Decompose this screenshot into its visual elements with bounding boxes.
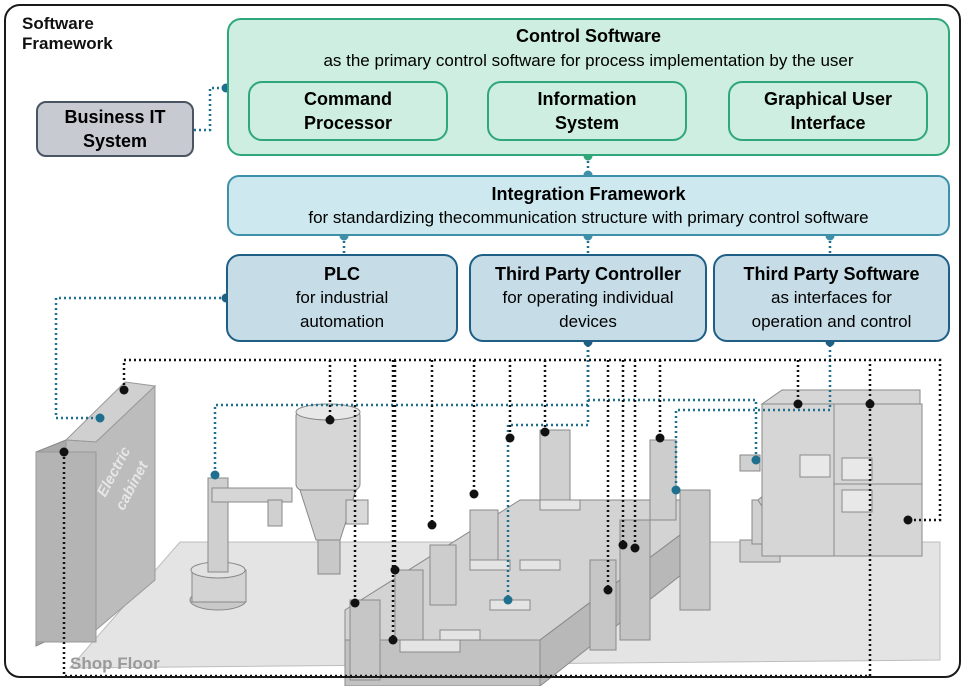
framework-title-line2: Framework <box>22 34 113 53</box>
third-party-software-box: Third Party Software as interfaces for o… <box>713 254 950 342</box>
business-it-line2: System <box>82 131 148 151</box>
third-party-software-line2: operation and control <box>751 312 912 331</box>
shop-floor-label: Shop Floor <box>70 654 160 673</box>
framework-title-line1: Software <box>22 14 94 33</box>
command-processor-box: Command Processor <box>248 81 448 141</box>
integration-framework-box: Integration Framework for standardizing … <box>227 175 950 236</box>
command-processor-line2: Processor <box>303 113 393 133</box>
control-software-subtitle: as the primary control software for proc… <box>323 51 854 70</box>
plc-box: PLC for industrial automation <box>226 254 458 342</box>
gui-line2: Interface <box>790 113 866 133</box>
electric-cabinet: Electric cabinet <box>35 381 157 647</box>
information-system-box: Information System <box>487 81 687 141</box>
blue-wires <box>54 86 832 600</box>
framework-title: Software Framework <box>22 14 113 54</box>
third-party-controller-line1: for operating individual <box>502 288 674 307</box>
gui-box: Graphical User Interface <box>728 81 928 141</box>
plc-title: PLC <box>324 264 360 284</box>
third-party-controller-title: Third Party Controller <box>494 264 682 284</box>
integration-framework-subtitle: for standardizing thecommunication struc… <box>308 207 869 227</box>
silo <box>295 403 369 575</box>
command-processor-line1: Command <box>303 89 392 109</box>
information-system-line1: Information <box>537 89 637 109</box>
integration-framework-title: Integration Framework <box>491 183 686 204</box>
third-party-controller-box: Third Party Controller for operating ind… <box>469 254 707 342</box>
third-party-software-line1: as interfaces for <box>771 288 892 307</box>
third-party-software-title: Third Party Software <box>743 264 920 284</box>
information-system-line2: System <box>554 113 620 133</box>
control-software-title: Control Software <box>515 26 661 46</box>
business-it-box: Business IT System <box>36 101 194 157</box>
software-framework-frame <box>4 4 961 678</box>
gui-line1: Graphical User <box>763 89 893 109</box>
plc-line1: for industrial <box>295 288 389 307</box>
third-party-controller-line2: devices <box>559 312 617 331</box>
mobile-robot <box>189 477 293 611</box>
plc-line2: automation <box>299 312 385 331</box>
right-cabinets <box>760 389 923 557</box>
business-it-line1: Business IT <box>64 107 166 127</box>
